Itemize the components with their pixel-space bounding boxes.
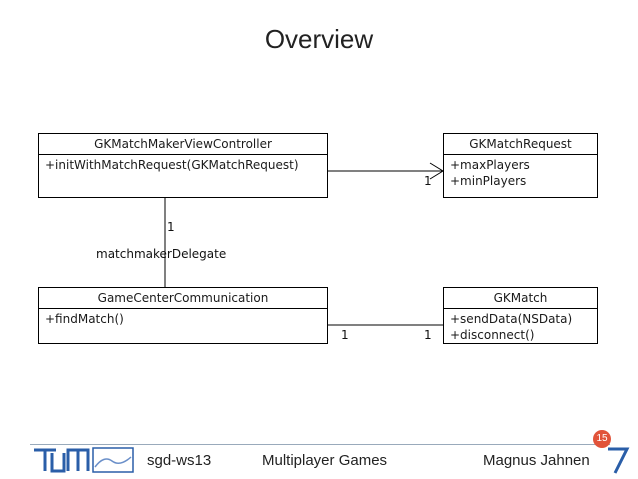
- class-operation: +disconnect(): [450, 328, 535, 342]
- class-gamecentercommunication: GameCenterCommunication +findMatch(): [38, 287, 328, 344]
- slide-title: Overview: [264, 24, 374, 54]
- tum-logo-icon: [34, 448, 90, 473]
- lmu-logo-icon: [608, 447, 630, 474]
- class-operation: +findMatch(): [45, 312, 124, 326]
- class-gkmatch: GKMatch +sendData(NSData) +disconnect(): [443, 287, 598, 344]
- class-name: GKMatch: [444, 288, 597, 309]
- class-name: GKMatchRequest: [444, 134, 597, 155]
- campus-sketch-icon: [92, 447, 134, 473]
- footer-topic: Multiplayer Games: [262, 452, 388, 469]
- class-operation: +sendData(NSData): [450, 312, 573, 326]
- multiplicity-label: 1: [167, 220, 175, 234]
- page-number-badge: 15: [593, 430, 611, 448]
- footer-rule: [30, 444, 610, 445]
- class-name: GKMatchMakerViewController: [39, 134, 327, 155]
- class-name: GameCenterCommunication: [39, 288, 327, 309]
- footer-author: Magnus Jahnen: [483, 452, 590, 469]
- multiplicity-label: 1: [424, 174, 432, 188]
- class-attribute: +minPlayers: [450, 174, 527, 188]
- class-gkmatchmakerviewcontroller: GKMatchMakerViewController +initWithMatc…: [38, 133, 328, 198]
- multiplicity-label: 1: [341, 328, 349, 342]
- footer-course: sgd-ws13: [147, 452, 212, 469]
- class-operation: +initWithMatchRequest(GKMatchRequest): [45, 158, 299, 172]
- class-attribute: +maxPlayers: [450, 158, 530, 172]
- role-label: matchmakerDelegate: [96, 247, 227, 261]
- class-gkmatchrequest: GKMatchRequest +maxPlayers +minPlayers: [443, 133, 598, 198]
- multiplicity-label: 1: [424, 328, 432, 342]
